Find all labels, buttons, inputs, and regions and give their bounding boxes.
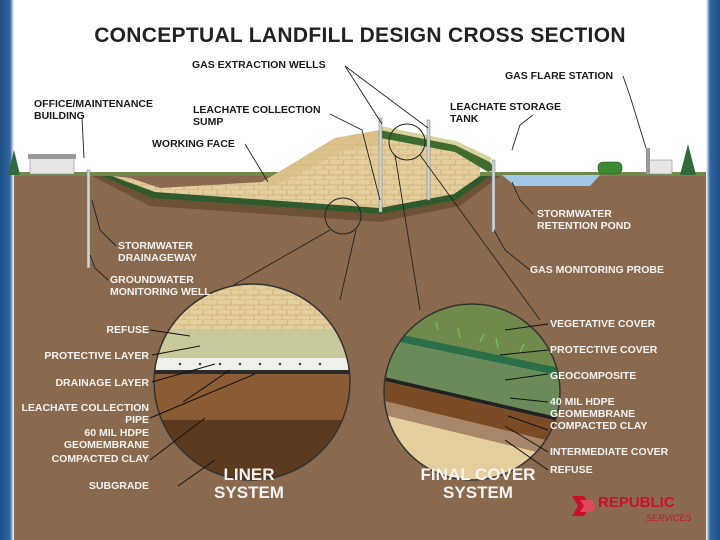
label-groundwater-monitoring-well: GROUNDWATER MONITORING WELL (110, 274, 211, 298)
label-sump-line2: SUMP (193, 116, 224, 128)
label-office-maintenance-building: OFFICE/MAINTENANCE BUILDING (34, 98, 153, 122)
label-pipe-line1: LEACHATE COLLECTION (21, 402, 149, 414)
liner-circle-outline (153, 283, 351, 481)
cover-title-line2: SYSTEM (443, 483, 513, 502)
label-drainageway-line1: STORMWATER (118, 240, 193, 252)
cover-arrows (499, 323, 549, 471)
label-cover-compacted-clay: COMPACTED CLAY (550, 420, 648, 432)
ground (14, 174, 706, 540)
label-working-face: WORKING FACE (152, 138, 235, 150)
label-drainageway-line2: DRAINAGEWAY (118, 252, 197, 264)
label-tank-line2: TANK (450, 113, 479, 125)
label-protective-cover: PROTECTIVE COVER (550, 344, 658, 356)
label-office-line1: OFFICE/MAINTENANCE (34, 98, 153, 110)
label-cover-hdpe-line2: GEOMEMBRANE (550, 408, 636, 420)
label-liner-hdpe-line1: 60 MIL HDPE (84, 427, 149, 439)
label-pond-line1: STORMWATER (537, 208, 612, 220)
leachate-storage-tank (597, 161, 623, 175)
republic-services-logo: REPUBLIC SERVICES (566, 492, 700, 526)
office-building-roof (28, 154, 76, 159)
gas-extraction-well-2 (426, 119, 431, 201)
label-liner-compacted-clay: COMPACTED CLAY (51, 453, 149, 465)
liner-clay (92, 176, 500, 222)
label-tank-line1: LEACHATE STORAGE (450, 101, 562, 113)
label-intermediate-cover: INTERMEDIATE COVER (550, 446, 669, 458)
label-office-line2: BUILDING (34, 110, 85, 122)
label-gas-extraction-wells: GAS EXTRACTION WELLS (192, 59, 326, 71)
gas-extraction-well-1 (378, 117, 383, 213)
logo-name: REPUBLIC (598, 494, 675, 511)
label-leachate-collection-sump: LEACHATE COLLECTION SUMP (193, 104, 321, 128)
liner-title-line1: LINER (223, 465, 275, 484)
label-drainage-layer: DRAINAGE LAYER (55, 377, 149, 389)
label-subgrade: SUBGRADE (88, 480, 149, 492)
label-pond-line2: RETENTION POND (537, 220, 631, 232)
tree-right (680, 144, 696, 175)
cover-detail-circle (384, 304, 560, 480)
label-vegetative-cover: VEGETATIVE COVER (550, 318, 656, 330)
label-liner-refuse: REFUSE (106, 324, 149, 336)
leader-lines (81, 65, 647, 321)
final-cover-top (380, 126, 492, 162)
liner-arrows (149, 329, 256, 487)
label-pipe-line2: PIPE (125, 414, 149, 426)
office-building (29, 157, 75, 175)
liner-system-title: LINER SYSTEM (204, 466, 294, 502)
tree-left (8, 150, 20, 175)
label-leachate-storage-tank: LEACHATE STORAGE TANK (450, 101, 561, 125)
label-liner-hdpe: 60 MIL HDPE GEOMEMBRANE (64, 427, 149, 451)
label-leachate-collection-pipe: LEACHATE COLLECTION PIPE (21, 402, 149, 426)
republic-logo-mark (572, 496, 596, 516)
label-cover-refuse: REFUSE (550, 464, 593, 476)
groundwater-monitoring-well (86, 169, 91, 269)
flare-stack (646, 148, 650, 174)
diagram-title: CONCEPTUAL LANDFILL DESIGN CROSS SECTION (94, 24, 626, 47)
flare-station-building (647, 159, 673, 175)
liner-membrane (102, 176, 490, 214)
final-cover-green (380, 130, 495, 172)
working-face-slope (262, 130, 380, 186)
stormwater-pond (502, 175, 600, 186)
label-cover-hdpe: 40 MIL HDPE GEOMEMBRANE COMPACTED CLAY (550, 396, 647, 432)
label-gw-line1: GROUNDWATER (110, 274, 194, 286)
liner-title-line2: SYSTEM (214, 483, 284, 502)
label-stormwater-retention-pond: STORMWATER RETENTION POND (537, 208, 631, 232)
logo-subtitle: SERVICES (646, 513, 692, 523)
label-cover-hdpe-line1: 40 MIL HDPE (550, 396, 615, 408)
label-gw-line2: MONITORING WELL (110, 286, 211, 298)
final-cover-system-title: FINAL COVER SYSTEM (410, 466, 546, 502)
label-gas-flare-station: GAS FLARE STATION (505, 70, 614, 82)
label-geocomposite: GEOCOMPOSITE (550, 370, 637, 382)
cover-circle-outline (383, 303, 561, 481)
label-sump-line1: LEACHATE COLLECTION (193, 104, 321, 116)
label-stormwater-drainageway: STORMWATER DRAINAGEWAY (118, 240, 197, 264)
label-gas-monitoring-probe: GAS MONITORING PROBE (530, 264, 664, 276)
label-protective-layer: PROTECTIVE LAYER (44, 350, 149, 362)
cover-title-line1: FINAL COVER (420, 465, 536, 484)
label-liner-hdpe-line2: GEOMEMBRANE (63, 439, 149, 451)
gas-monitoring-probe (491, 159, 496, 233)
